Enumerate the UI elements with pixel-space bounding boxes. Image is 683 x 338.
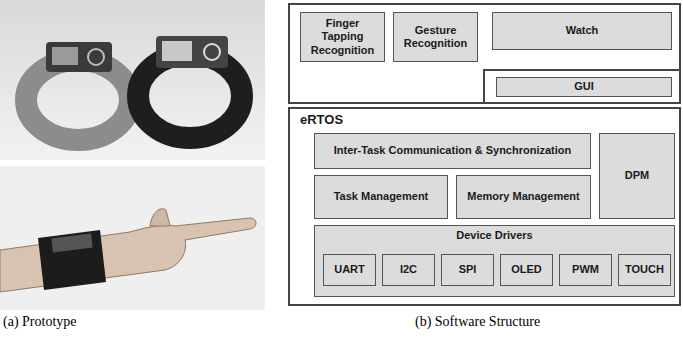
box-label: TOUCH bbox=[622, 263, 667, 276]
watch-face bbox=[156, 36, 228, 68]
box-label: Gesture Recognition bbox=[394, 24, 477, 50]
box-label: Watch bbox=[563, 24, 602, 37]
box-label: Inter-Task Communication & Synchronizati… bbox=[331, 144, 575, 157]
box-label: PWM bbox=[569, 263, 602, 276]
module-box: I2C bbox=[382, 254, 435, 286]
watch-button bbox=[204, 44, 220, 60]
module-box: DPM bbox=[599, 133, 675, 219]
arm bbox=[0, 218, 256, 292]
box-label: Task Management bbox=[331, 190, 432, 203]
module-box: TOUCH bbox=[618, 254, 671, 286]
subfigure-caption: (a) Prototype bbox=[3, 314, 76, 330]
box-label: OLED bbox=[508, 263, 545, 276]
thumb bbox=[150, 209, 170, 226]
module-box: Inter-Task Communication & Synchronizati… bbox=[314, 133, 591, 169]
group-box: eRTOS Inter-Task Communication & Synchron… bbox=[288, 107, 681, 306]
box-label: DPM bbox=[622, 169, 652, 182]
wristband bbox=[38, 230, 106, 290]
module-box: OLED bbox=[500, 254, 553, 286]
module-box: GUI bbox=[496, 77, 672, 97]
frame-divider bbox=[484, 70, 680, 103]
watch-face bbox=[46, 42, 112, 72]
watch-screen bbox=[162, 41, 192, 61]
module-box: UART bbox=[323, 254, 376, 286]
module-box: Watch bbox=[492, 12, 672, 50]
box-label: eRTOS bbox=[290, 109, 353, 131]
box-label: Device Drivers bbox=[453, 226, 535, 242]
application-frame bbox=[289, 4, 680, 103]
module-box: Task Management bbox=[314, 175, 448, 219]
box-label: I2C bbox=[397, 263, 420, 276]
box-label: GUI bbox=[571, 80, 597, 93]
watch-button bbox=[88, 49, 104, 65]
module-box: Memory Management bbox=[456, 175, 591, 219]
module-box: SPI bbox=[441, 254, 494, 286]
box-label: UART bbox=[331, 263, 368, 276]
module-box: Gesture Recognition bbox=[393, 12, 478, 62]
wrist-photo bbox=[0, 166, 265, 310]
box-label: SPI bbox=[456, 263, 480, 276]
box-label: Memory Management bbox=[464, 190, 582, 203]
module-box: Finger Tapping Recognition bbox=[300, 12, 385, 62]
module-box: PWM bbox=[559, 254, 612, 286]
box-label: Finger Tapping Recognition bbox=[301, 17, 384, 57]
watch-screen bbox=[51, 234, 92, 253]
subfigure-caption: (b) Software Structure bbox=[415, 314, 540, 330]
group-box: Device DriversUART I2C SPI OLED PWM TOUCH bbox=[314, 225, 675, 297]
prototype-photo bbox=[0, 0, 265, 160]
watch-screen bbox=[52, 47, 78, 65]
